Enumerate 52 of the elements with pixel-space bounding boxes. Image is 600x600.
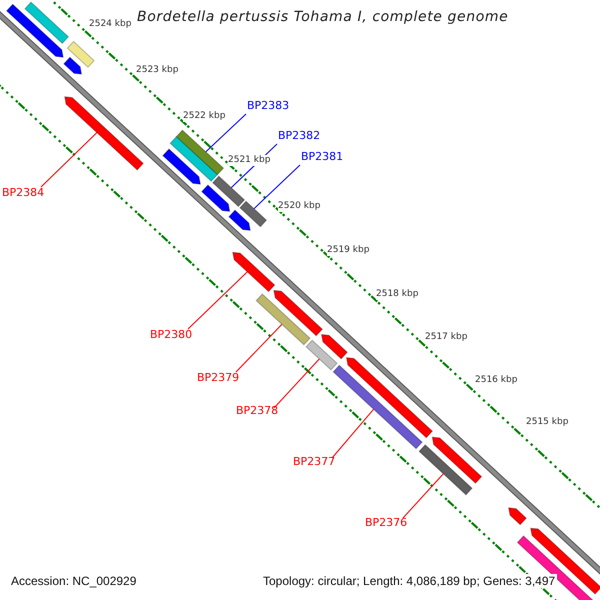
gene-label: BP2378 bbox=[236, 404, 278, 418]
leader-line bbox=[40, 132, 98, 188]
gene-feature bbox=[228, 209, 251, 231]
scale-label: 2523 kbp bbox=[136, 65, 178, 76]
gene-feature bbox=[332, 364, 423, 450]
gene-label: BP2377 bbox=[293, 455, 336, 468]
gene-feature bbox=[64, 96, 144, 171]
gene-label: BP2380 bbox=[150, 328, 192, 342]
gene-feature bbox=[239, 200, 268, 228]
leader-line bbox=[188, 271, 248, 330]
scale-label: 2518 kbp bbox=[376, 289, 418, 300]
leader-line bbox=[254, 164, 300, 210]
gene-feature bbox=[6, 4, 64, 58]
gene-feature bbox=[305, 340, 338, 371]
scale-label: 2524 kbp bbox=[89, 19, 132, 30]
gene-feature bbox=[176, 129, 224, 176]
scale-label: 2515 kbp bbox=[526, 417, 568, 428]
leader-line bbox=[236, 324, 282, 372]
scale-label: 2521 kbp bbox=[228, 155, 270, 166]
genome-info-text: Topology: circular; Length: 4,086,189 bp; Genes: 3,497 bbox=[261, 574, 558, 588]
gene-feature bbox=[256, 293, 311, 346]
scale-label: 2520 kbp bbox=[278, 201, 320, 212]
gene-feature bbox=[212, 175, 246, 208]
gene-label: BP2383 bbox=[247, 99, 290, 112]
gene-feature bbox=[66, 40, 95, 68]
leader-line bbox=[205, 114, 246, 152]
leader-line bbox=[332, 408, 374, 458]
gene-feature bbox=[432, 436, 482, 484]
gene-label: BP2379 bbox=[197, 371, 240, 384]
gene-feature bbox=[273, 290, 324, 336]
accession-text: Accession: NC_002929 bbox=[9, 574, 138, 588]
title: Bordetella pertussis Tohama I, complete genome bbox=[137, 9, 508, 26]
gene-feature bbox=[346, 357, 434, 438]
gene-feature bbox=[201, 184, 230, 212]
gene-label: BP2382 bbox=[278, 129, 320, 142]
scale-label: 2517 kbp bbox=[425, 332, 468, 343]
scale-label: 2519 kbp bbox=[327, 245, 370, 256]
gene-label: BP2376 bbox=[365, 516, 408, 530]
scale-label: 2522 kbp bbox=[183, 111, 226, 122]
gene-feature bbox=[162, 148, 202, 185]
leader-line bbox=[402, 473, 444, 518]
gene-label: BP2381 bbox=[301, 150, 344, 164]
gene-feature bbox=[320, 334, 348, 360]
gene-feature bbox=[508, 507, 527, 526]
gene-feature bbox=[232, 252, 276, 292]
gene-feature bbox=[170, 136, 218, 182]
gene-feature bbox=[63, 56, 82, 75]
gene-label: BP2384 bbox=[2, 186, 44, 200]
gene-feature bbox=[24, 1, 70, 44]
gene-feature bbox=[418, 444, 473, 496]
leader-line bbox=[274, 358, 320, 408]
scale-label: 2516 kbp bbox=[475, 375, 518, 386]
